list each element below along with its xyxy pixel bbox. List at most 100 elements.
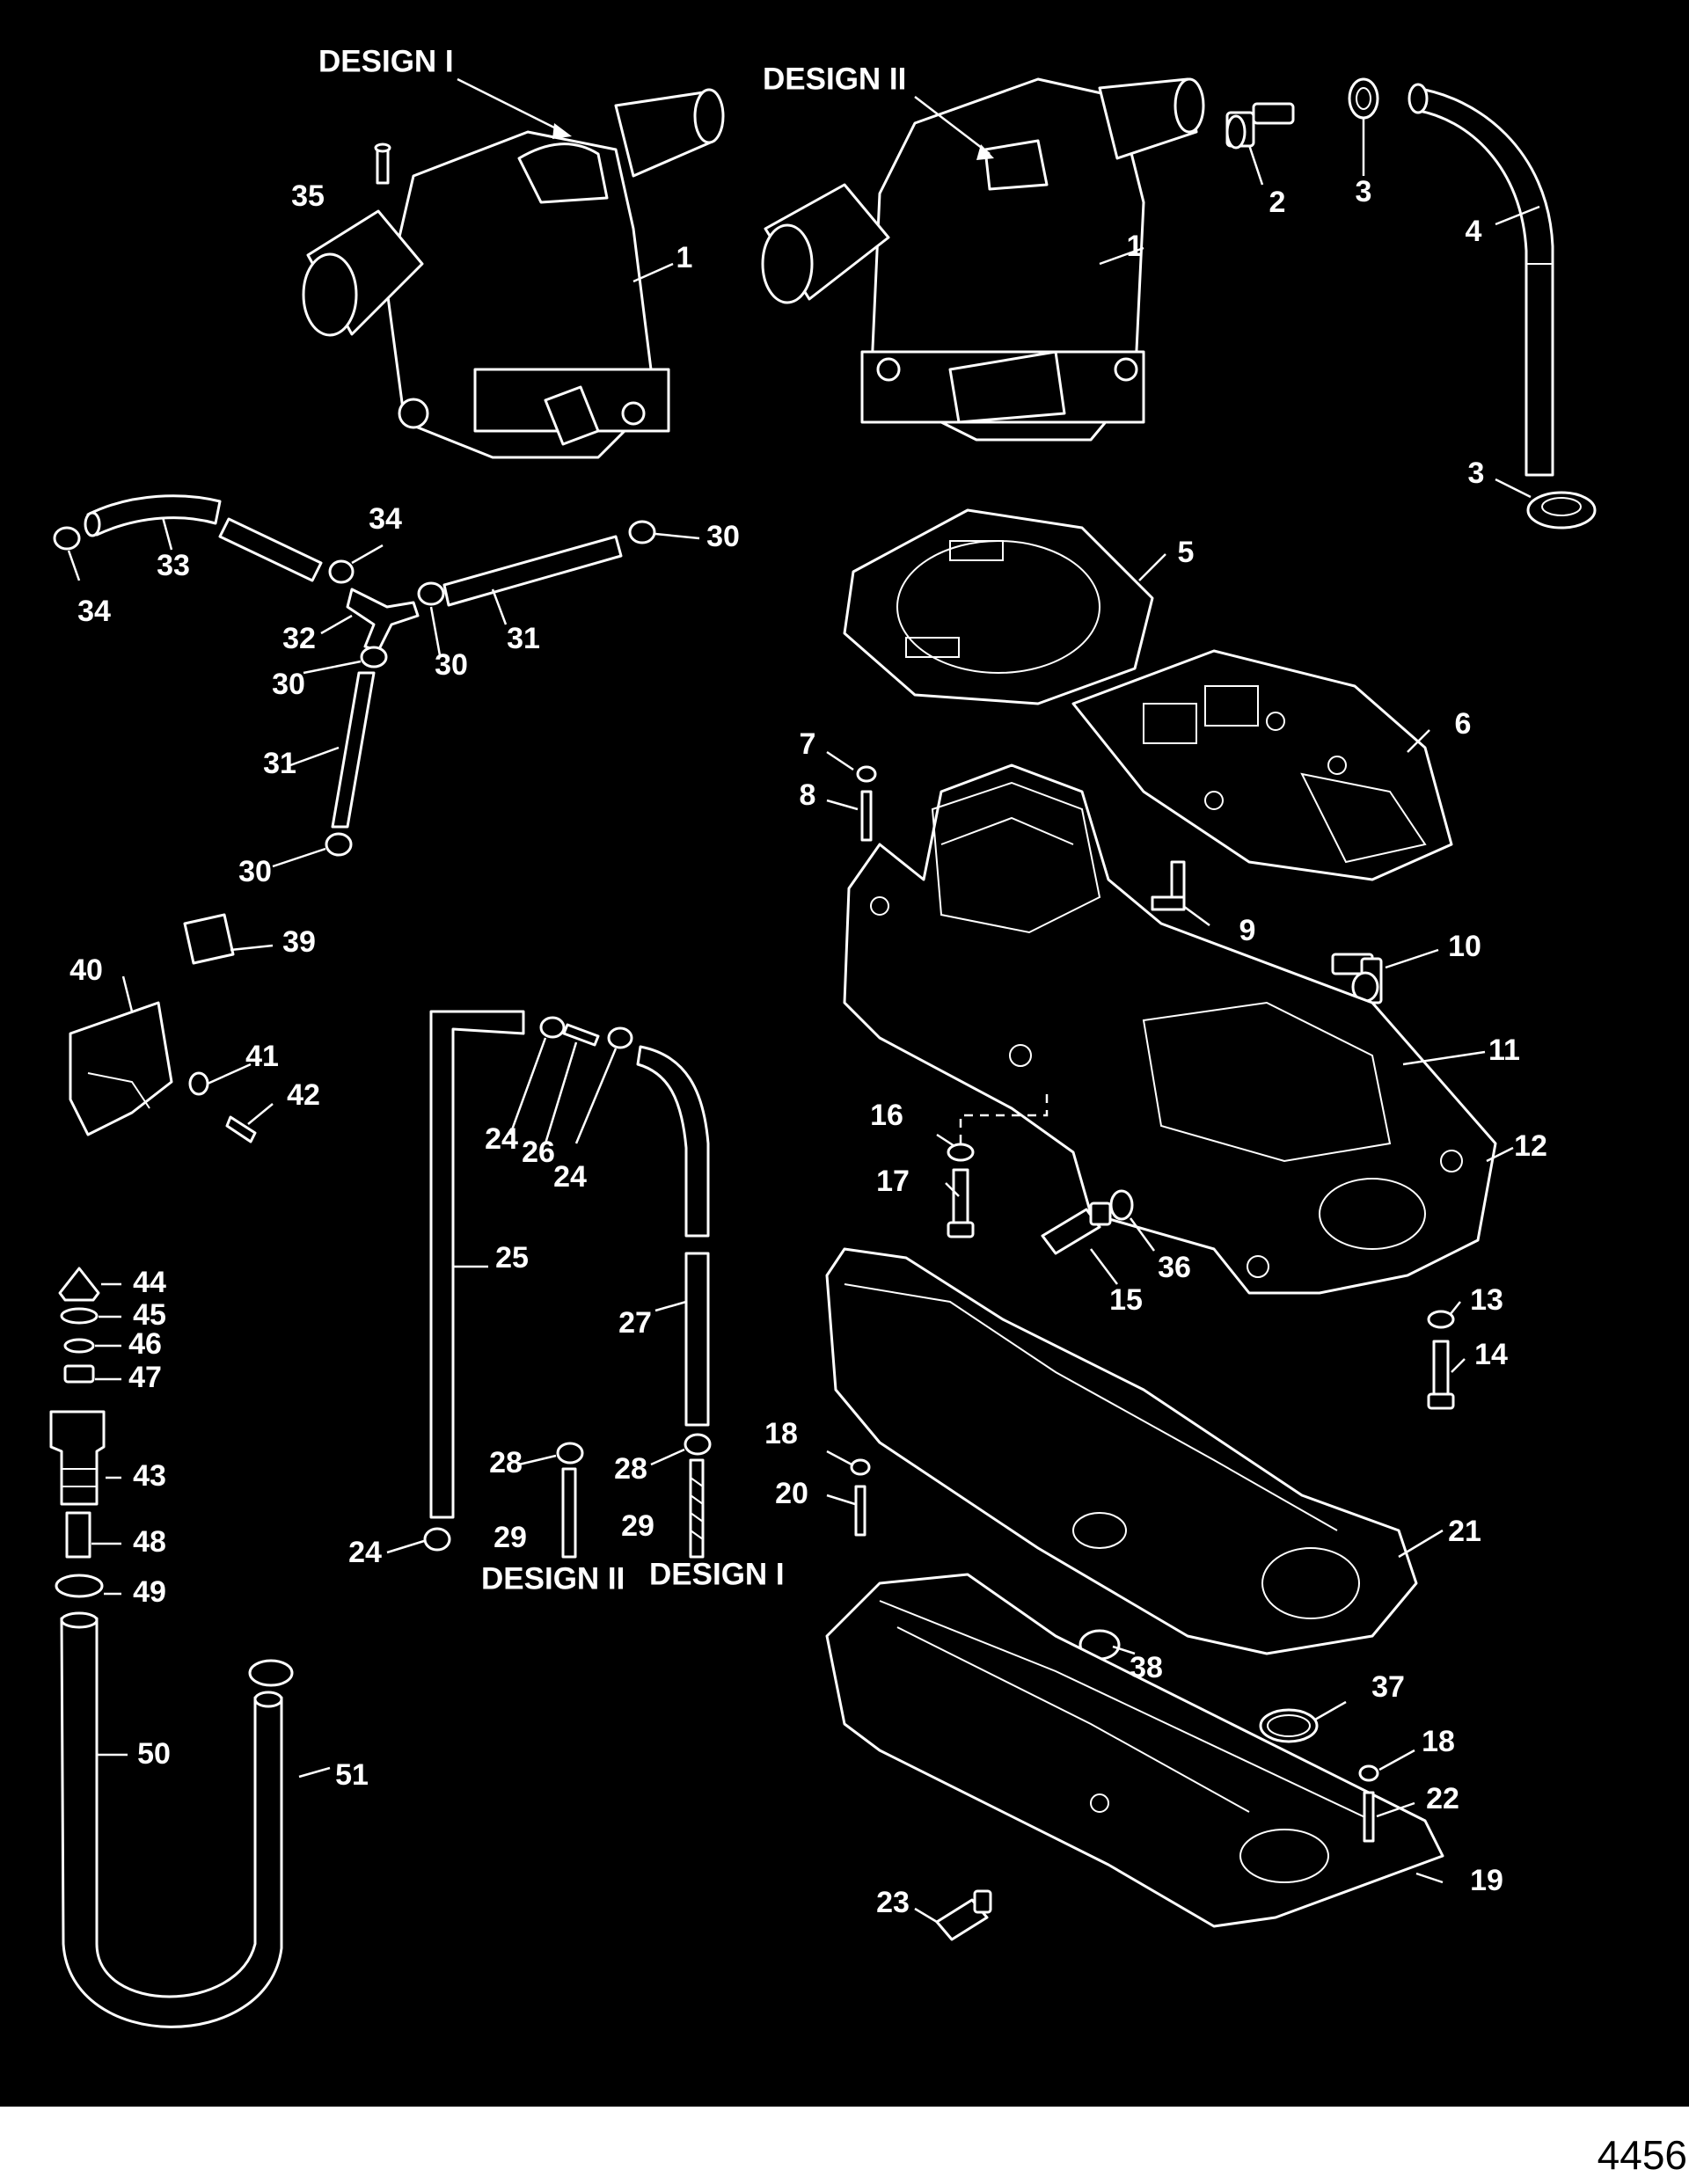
callout-26: 26 <box>522 1136 555 1169</box>
callout-50: 50 <box>137 1737 171 1771</box>
callout-41: 41 <box>245 1040 279 1073</box>
part-35-stud <box>374 142 391 185</box>
callout-30: 30 <box>272 668 305 701</box>
callout-30: 30 <box>435 648 468 682</box>
callout-1: 1 <box>1127 230 1144 263</box>
part-4-hose <box>1408 83 1554 477</box>
part-44-cap <box>58 1267 100 1302</box>
callout-51: 51 <box>335 1758 369 1792</box>
part-5-gasket <box>843 508 1154 705</box>
part-46-o-ring <box>63 1338 95 1354</box>
callout-34: 34 <box>77 595 111 628</box>
design-arrows <box>552 123 994 160</box>
callout-46: 46 <box>128 1327 162 1361</box>
part-30-clamp-bottom <box>325 832 353 857</box>
callout-19: 19 <box>1470 1864 1503 1897</box>
callout-20: 20 <box>775 1477 808 1510</box>
part-25-hose <box>429 1010 525 1519</box>
footer-bar: 4456 <box>0 2107 1689 2184</box>
callout-29: 29 <box>621 1509 654 1543</box>
design-labels: DESIGN I DESIGN II DESIGN II DESIGN I <box>318 44 906 1596</box>
part-30-clamp-right <box>628 520 656 544</box>
callout-28: 28 <box>614 1452 647 1486</box>
part-28-clamp-design-i <box>684 1433 712 1456</box>
callout-24: 24 <box>553 1160 587 1194</box>
callout-13: 13 <box>1470 1283 1503 1317</box>
part-24-clamp-upper-left <box>539 1016 566 1039</box>
part-14-bolt <box>1427 1340 1455 1410</box>
part-18-nut-upper <box>850 1458 871 1476</box>
part-32-tee-fitting <box>346 588 420 653</box>
part-50-hose <box>60 1611 283 2028</box>
part-2-fitting <box>1225 102 1295 150</box>
document-id: 4456 <box>1597 2132 1687 2178</box>
part-33-hose <box>84 494 222 537</box>
part-26-connector <box>562 1023 600 1047</box>
callout-22: 22 <box>1426 1782 1459 1815</box>
callout-11: 11 <box>1488 1034 1520 1067</box>
part-27-hose <box>636 1045 710 1427</box>
callout-31: 31 <box>507 622 540 655</box>
callout-4: 4 <box>1466 215 1482 248</box>
part-39-decal <box>183 913 235 965</box>
callout-35: 35 <box>291 179 325 213</box>
part-20-stud <box>854 1485 866 1537</box>
part-3-clamp-top <box>1348 77 1379 120</box>
part-1-design-i <box>302 88 725 459</box>
part-31-hose-vertical <box>331 671 376 829</box>
callout-31: 31 <box>263 747 296 780</box>
part-13-washer <box>1427 1310 1455 1329</box>
part-23-fitting <box>935 1889 992 1941</box>
callout-10: 10 <box>1448 930 1481 963</box>
part-30-clamp-tee <box>417 581 445 606</box>
part-28-clamp-design-ii <box>556 1442 584 1465</box>
design-label-bottom-left: DESIGN II <box>481 1561 625 1596</box>
callout-1: 1 <box>676 241 693 274</box>
part-29-fitting-design-i <box>689 1458 705 1559</box>
callout-30: 30 <box>238 855 272 888</box>
callout-40: 40 <box>69 953 103 987</box>
callout-36: 36 <box>1158 1251 1191 1284</box>
design-label-bottom-right: DESIGN I <box>649 1557 785 1591</box>
callout-2: 2 <box>1269 186 1286 219</box>
callout-27: 27 <box>618 1306 652 1340</box>
callout-14: 14 <box>1474 1338 1508 1371</box>
part-3-clamp-bottom <box>1526 491 1597 530</box>
part-41-washer <box>188 1071 209 1096</box>
callout-38: 38 <box>1130 1651 1163 1684</box>
part-34-clamp-left <box>53 526 81 551</box>
callout-29: 29 <box>494 1521 527 1554</box>
part-8-stud <box>860 790 873 842</box>
part-31-hose-long <box>442 535 623 607</box>
part-45-washer <box>60 1307 99 1325</box>
part-22-stud <box>1363 1791 1375 1843</box>
callout-39: 39 <box>282 925 316 959</box>
part-37-o-ring <box>1259 1708 1319 1743</box>
part-36-o-ring <box>1109 1189 1134 1221</box>
part-9-elbow-fitting <box>1151 860 1186 911</box>
part-40-bracket <box>69 1001 173 1136</box>
callout-33: 33 <box>157 549 190 582</box>
callout-23: 23 <box>876 1886 910 1919</box>
part-6-gasket-plate <box>1071 649 1453 881</box>
callout-45: 45 <box>133 1298 166 1332</box>
part-10-elbow-fitting <box>1331 953 1383 1004</box>
callout-42: 42 <box>287 1078 320 1112</box>
part-18-nut-lower <box>1358 1764 1379 1782</box>
callout-25: 25 <box>495 1241 529 1275</box>
callout-32: 32 <box>282 622 316 655</box>
callout-21: 21 <box>1448 1515 1481 1548</box>
part-34-clamp-center <box>328 559 355 584</box>
callout-24: 24 <box>485 1122 518 1156</box>
part-24-clamp-lower <box>423 1527 451 1552</box>
callout-8: 8 <box>800 778 816 812</box>
callout-16: 16 <box>870 1099 903 1132</box>
callout-15: 15 <box>1109 1283 1143 1317</box>
part-29-fitting-design-ii <box>561 1467 577 1559</box>
callout-43: 43 <box>133 1459 166 1493</box>
callout-6: 6 <box>1455 707 1472 741</box>
design-label-top-left: DESIGN I <box>318 44 454 78</box>
callout-34: 34 <box>369 502 402 536</box>
callout-17: 17 <box>876 1165 910 1198</box>
